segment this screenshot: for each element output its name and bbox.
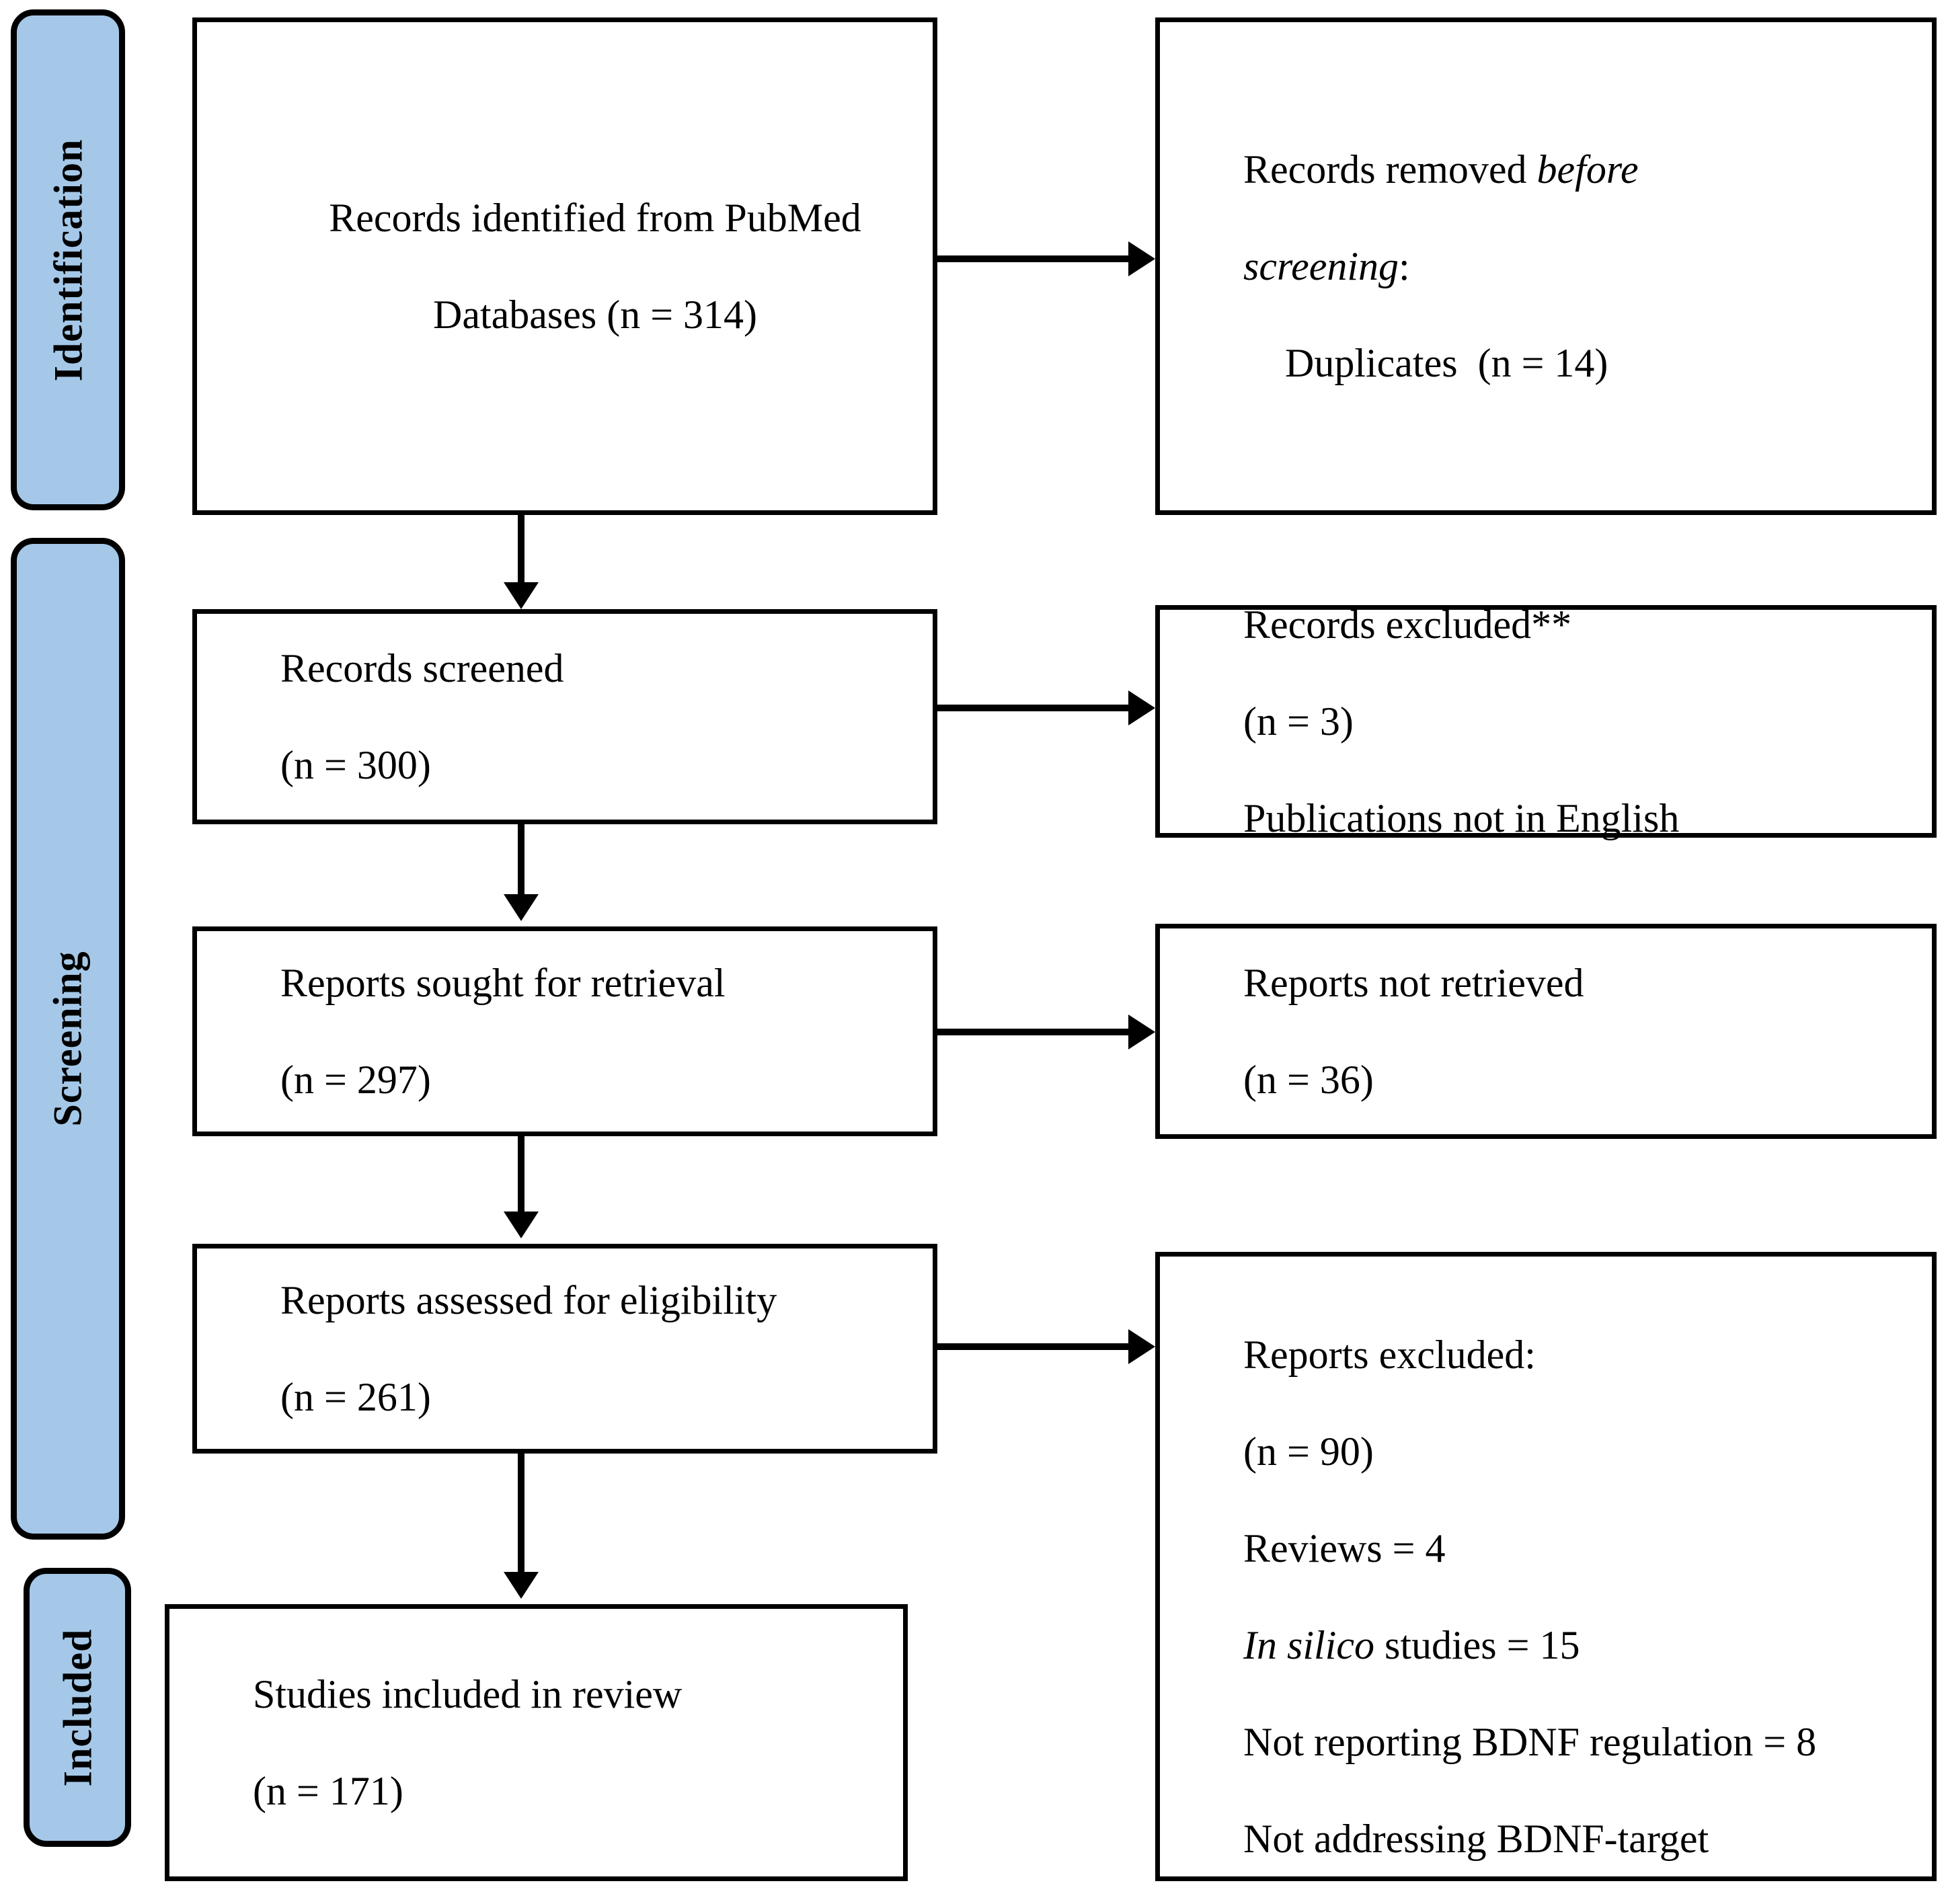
reports-excluded-line3: Reviews = 4	[1243, 1526, 1446, 1571]
reports-not-retrieved-line1: Reports not retrieved	[1243, 961, 1584, 1005]
arrowhead-assessed-to-excluded	[1128, 1329, 1155, 1364]
connector-assessed-to-included	[518, 1454, 524, 1575]
box-reports-assessed: Reports assessed for eligibility (n = 26…	[192, 1244, 937, 1454]
records-screened-line2: (n = 300)	[280, 743, 431, 787]
stage-label-identification-text: Identification	[46, 138, 91, 381]
reports-excluded-line5: Not reporting BDNF regulation = 8	[1243, 1720, 1817, 1764]
box-reports-assessed-text: Reports assessed for eligibility (n = 26…	[197, 1228, 933, 1470]
connector-identified-to-screened	[518, 515, 524, 585]
box-studies-included: Studies included in review (n = 171)	[165, 1604, 908, 1881]
box-records-screened: Records screened (n = 300)	[192, 609, 937, 824]
records-excluded-line1: Records excluded**	[1243, 602, 1572, 647]
stage-label-identification: Identification	[11, 9, 125, 510]
arrowhead-sought-to-assessed	[504, 1212, 539, 1238]
studies-included-line1: Studies included in review	[253, 1672, 683, 1716]
records-screened-line1: Records screened	[280, 646, 564, 690]
stage-label-screening: Screening	[11, 538, 125, 1540]
records-excluded-line3: Publications not in English	[1243, 796, 1680, 840]
records-removed-line1-prefix: Records removed	[1243, 147, 1537, 192]
box-records-identified: Records identified from PubMed Databases…	[192, 17, 937, 515]
reports-assessed-line2: (n = 261)	[280, 1375, 431, 1419]
stage-label-screening-text: Screening	[46, 951, 90, 1127]
stage-label-included: Included	[24, 1568, 131, 1847]
records-identified-line1: Records identified from PubMed	[329, 196, 861, 240]
connector-sought-to-not-retrieved	[937, 1029, 1132, 1035]
records-identified-line2: Databases (n = 314)	[432, 292, 758, 337]
arrowhead-screened-to-sought	[504, 894, 539, 921]
reports-excluded-line4-rest: studies = 15	[1374, 1623, 1580, 1667]
records-removed-line3: Duplicates (n = 14)	[1285, 341, 1608, 385]
box-reports-not-retrieved-text: Reports not retrieved (n = 36)	[1160, 910, 1932, 1152]
box-records-screened-text: Records screened (n = 300)	[197, 596, 933, 838]
reports-not-retrieved-line2: (n = 36)	[1243, 1058, 1374, 1102]
reports-excluded-line1: Reports excluded:	[1243, 1333, 1536, 1377]
records-removed-line2-italic: screening	[1243, 244, 1399, 288]
records-excluded-line2: (n = 3)	[1243, 699, 1354, 744]
box-reports-excluded: Reports excluded: (n = 90) Reviews = 4 I…	[1155, 1252, 1937, 1881]
box-studies-included-text: Studies included in review (n = 171)	[169, 1622, 903, 1864]
arrowhead-identified-to-removed	[1128, 241, 1155, 276]
arrowhead-assessed-to-included	[504, 1572, 539, 1599]
arrowhead-identified-to-screened	[504, 582, 539, 609]
studies-included-line2: (n = 171)	[253, 1769, 403, 1813]
reports-sought-line1: Reports sought for retrieval	[280, 961, 726, 1005]
connector-sought-to-assessed	[518, 1136, 524, 1214]
box-records-excluded-text: Records excluded** (n = 3) Publications …	[1160, 552, 1932, 891]
box-reports-sought-text: Reports sought for retrieval (n = 297)	[197, 910, 933, 1152]
connector-screened-to-excluded	[937, 705, 1132, 711]
arrowhead-sought-to-not-retrieved	[1128, 1015, 1155, 1049]
box-records-removed-before-screening: Records removed before screening: Duplic…	[1155, 17, 1937, 515]
reports-excluded-line4-italic: In silico	[1243, 1623, 1374, 1667]
connector-identified-to-removed	[937, 255, 1132, 262]
box-records-removed-text: Records removed before screening: Duplic…	[1160, 97, 1932, 436]
box-reports-sought: Reports sought for retrieval (n = 297)	[192, 926, 937, 1136]
connector-assessed-to-excluded	[937, 1343, 1132, 1350]
records-removed-line1-italic: before	[1536, 147, 1639, 192]
box-records-identified-text: Records identified from PubMed Databases…	[197, 145, 933, 387]
reports-assessed-line1: Reports assessed for eligibility	[280, 1278, 777, 1322]
box-records-excluded: Records excluded** (n = 3) Publications …	[1155, 602, 1937, 840]
stage-label-included-text: Included	[55, 1628, 100, 1786]
records-removed-line2-suffix: :	[1399, 244, 1410, 288]
arrowhead-screened-to-excluded	[1128, 690, 1155, 725]
reports-excluded-line6: Not addressing BDNF-target	[1243, 1817, 1709, 1861]
connector-screened-to-sought	[518, 824, 524, 897]
box-reports-excluded-text: Reports excluded: (n = 90) Reviews = 4 I…	[1160, 1282, 1932, 1904]
box-reports-not-retrieved: Reports not retrieved (n = 36)	[1155, 924, 1937, 1139]
reports-excluded-line2: (n = 90)	[1243, 1429, 1374, 1474]
reports-sought-line2: (n = 297)	[280, 1058, 431, 1102]
